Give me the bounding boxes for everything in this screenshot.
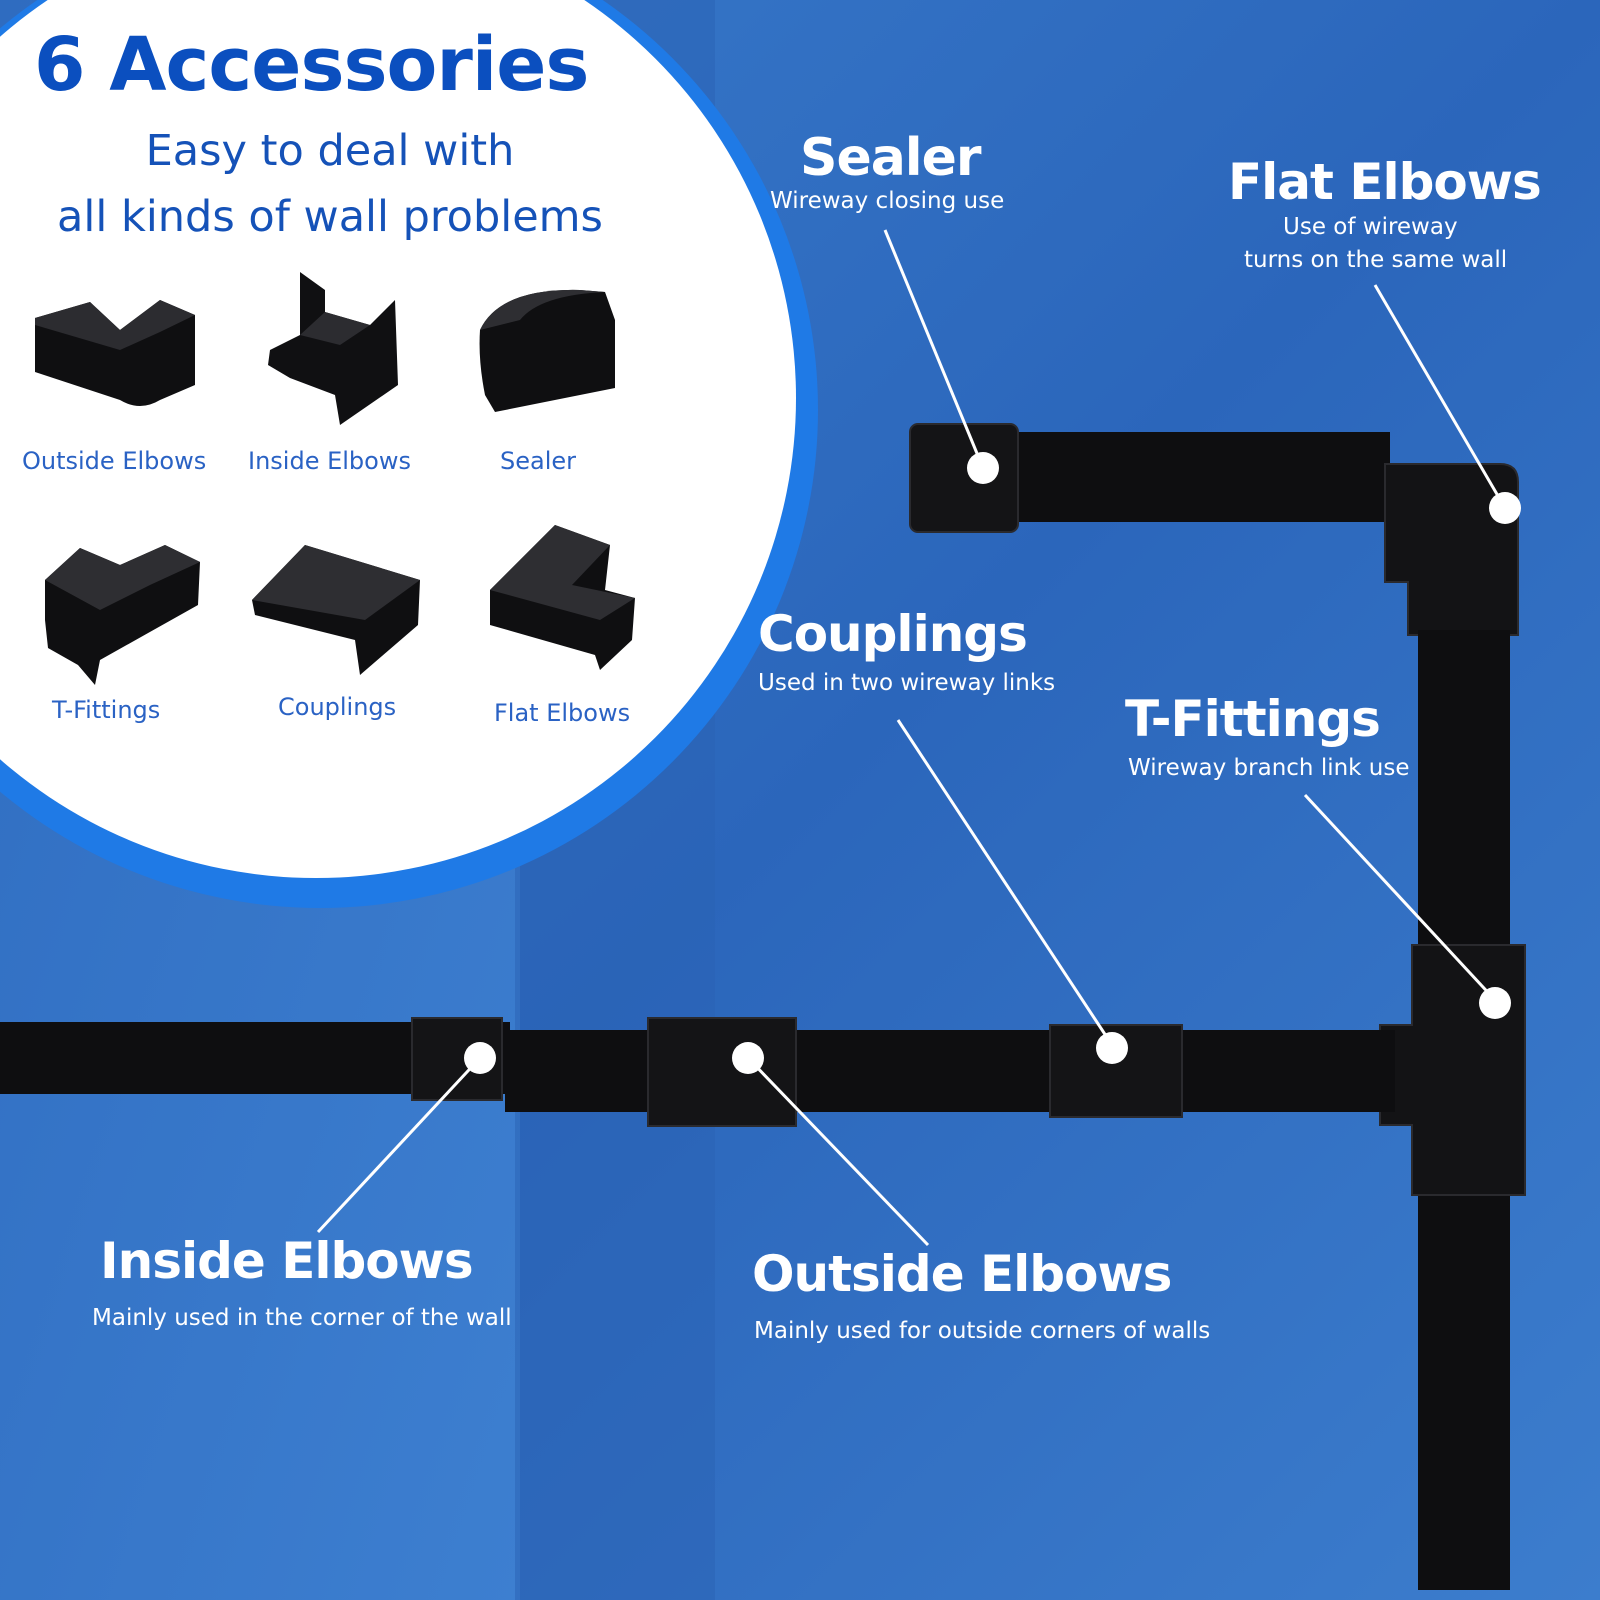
thumb-label-flat-elbows: Flat Elbows: [494, 699, 631, 727]
thumb-label-outside-elbows: Outside Elbows: [22, 447, 207, 475]
flat-elbow-piece: [1384, 463, 1519, 636]
callout-couplings-title: Couplings: [758, 605, 1028, 663]
callout-outside-elbows-desc: Mainly used for outside corners of walls: [754, 1318, 1211, 1344]
thumb-sealer-shape: [479, 289, 615, 412]
callout-flat-elbows-desc-line2: turns on the same wall: [1244, 247, 1508, 273]
callout-flat-elbows-desc-line1: Use of wireway: [1283, 214, 1458, 240]
outside-elbows-dot: [732, 1042, 764, 1074]
callout-t-fittings-desc: Wireway branch link use: [1128, 755, 1410, 781]
page-subtitle: Easy to deal with all kinds of wall prob…: [40, 118, 620, 250]
outside-elbow-piece: [647, 1017, 797, 1127]
callout-couplings-desc: Used in two wireway links: [758, 670, 1056, 696]
callout-t-fittings-title: T-Fittings: [1125, 690, 1381, 748]
sealer-dot: [967, 452, 999, 484]
thumb-inside-elbow-shape: [268, 272, 398, 425]
page-subtitle-line2: all kinds of wall problems: [57, 192, 603, 242]
sealer-leader-line: [883, 229, 985, 469]
callout-outside-elbows-title: Outside Elbows: [752, 1245, 1172, 1303]
inside-elbows-dot: [464, 1042, 496, 1074]
page-subtitle-line1: Easy to deal with: [145, 126, 515, 176]
thumb-flat-elbow-shape: [490, 525, 635, 670]
thumb-label-t-fittings: T-Fittings: [52, 696, 161, 724]
thumb-t-fitting-shape: [45, 545, 200, 685]
callout-sealer-desc: Wireway closing use: [770, 188, 1005, 214]
t-fittings-dot: [1479, 987, 1511, 1019]
inside-elbow-piece: [411, 1017, 503, 1101]
flat-elbows-dot: [1489, 492, 1521, 524]
flat-elbows-leader-line: [1373, 284, 1507, 509]
thumb-outside-elbow-shape: [35, 300, 195, 406]
callout-inside-elbows-desc: Mainly used in the corner of the wall: [92, 1305, 512, 1331]
callout-inside-elbows-title: Inside Elbows: [100, 1232, 474, 1290]
inside-elbows-leader-line: [316, 1056, 482, 1234]
couplings-dot: [1096, 1032, 1128, 1064]
page-title: 6 Accessories: [34, 22, 589, 108]
callout-sealer-title: Sealer: [800, 128, 982, 188]
sealer-cap: [909, 423, 1019, 533]
callout-flat-elbows-title: Flat Elbows: [1228, 153, 1542, 211]
t-fittings-leader-line: [1303, 793, 1497, 1002]
thumb-label-sealer: Sealer: [500, 447, 577, 475]
thumb-label-couplings: Couplings: [278, 693, 397, 721]
thumb-coupling-shape: [252, 545, 420, 675]
outside-elbows-leader-line: [746, 1056, 930, 1247]
thumb-label-inside-elbows: Inside Elbows: [248, 447, 411, 475]
couplings-leader-line: [896, 719, 1114, 1046]
raceway-horizontal-right: [505, 1030, 1395, 1112]
